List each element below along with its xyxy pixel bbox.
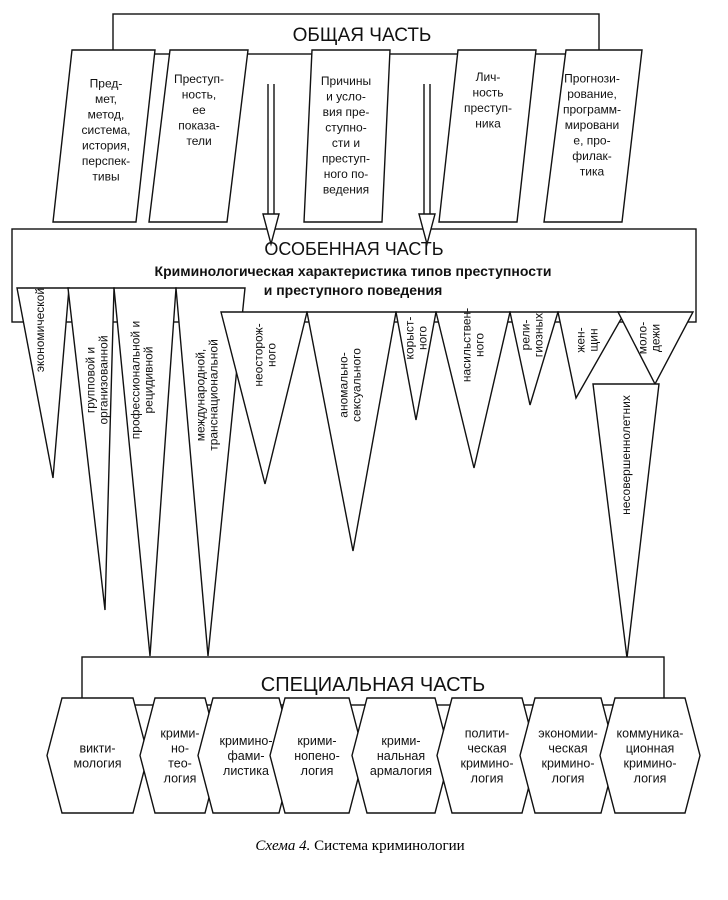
general-item-box-2 — [148, 49, 249, 223]
general-item-box-3 — [303, 49, 391, 223]
crime-type-label-10: жен-щин — [574, 327, 601, 352]
special-part-branches: викти-мология крими-но-тео-логия кримино-ф… — [46, 697, 701, 814]
branch-hexagon-8 — [599, 697, 701, 814]
crime-type-label-8: насильствен-ного — [460, 308, 487, 382]
crime-type-label-6: аномально-сексуального — [337, 348, 364, 422]
branch-hexagon-2 — [139, 697, 221, 814]
caption-text: Система криминологии — [310, 838, 464, 854]
branch-label-2: крими-но-тео-логия — [160, 726, 199, 785]
crime-type-wedge-4 — [175, 287, 246, 657]
branch-label-3: кримино-фами-листика — [220, 734, 273, 778]
branch-hexagon-4 — [269, 697, 365, 814]
branch-hexagon-1 — [46, 697, 149, 814]
crime-type-wedge-8 — [435, 311, 511, 469]
general-item-box-1 — [52, 49, 156, 223]
special-part-bottom-title: СПЕЦИАЛЬНАЯ ЧАСТЬ — [261, 674, 486, 696]
caption-label: Схема 4. — [255, 838, 310, 854]
branch-hexagon-6 — [436, 697, 538, 814]
special-part-title: ОСОБЕННАЯ ЧАСТЬ — [264, 239, 443, 259]
branch-label-4: крими-нопено-логия — [294, 734, 340, 778]
crime-type-wedge-2 — [67, 287, 115, 611]
crime-type-label-4: международной,транснациональной — [194, 339, 221, 451]
general-item-box-5 — [543, 49, 643, 223]
crime-type-label-1: экономической — [33, 288, 47, 372]
general-item-label-1: Пред-мет,метод,система,история,перспек-т… — [82, 77, 131, 184]
crime-type-wedge-7 — [395, 311, 437, 421]
down-arrow-left — [262, 84, 280, 247]
crime-type-label-5: неосторож-ного — [252, 323, 279, 386]
crime-type-wedge-10 — [557, 311, 627, 400]
crime-type-wedge-5 — [220, 311, 308, 485]
crime-type-wedges: экономической групповой иорганизованной пр… — [16, 287, 695, 659]
general-part-items: Пред-мет,метод,система,история,перспек-т… — [52, 49, 643, 223]
crime-type-wedge-3 — [113, 287, 177, 657]
general-item-box-4 — [438, 49, 537, 223]
branch-label-1: викти-мология — [74, 741, 122, 770]
branch-hexagon-3 — [197, 697, 295, 814]
general-part-box — [112, 13, 600, 55]
crime-type-label-3: профессиональной ирецидивной — [129, 321, 156, 439]
crime-type-label-2: групповой иорганизованной — [84, 335, 111, 424]
figure-caption: Схема 4. Система криминологии — [255, 838, 464, 854]
down-arrow-right — [418, 84, 436, 247]
crime-type-label-9: рели-гиозных — [519, 313, 546, 357]
crime-type-wedge-6 — [306, 311, 397, 552]
crime-type-wedge-9 — [509, 311, 559, 406]
crime-type-label-11: моло-дежи — [636, 322, 663, 354]
crime-type-wedge-1 — [16, 287, 70, 479]
special-part-subtitle-line1: Криминологическая характеристика типов п… — [155, 263, 552, 279]
branch-hexagon-5 — [351, 697, 451, 814]
general-part-title: ОБЩАЯ ЧАСТЬ — [293, 25, 432, 46]
crime-type-wedge-12 — [592, 383, 660, 659]
special-part-subtitle-line2: и преступного поведения — [264, 282, 443, 298]
branch-hexagon-7 — [519, 697, 617, 814]
crime-type-label-7: корыст-ного — [403, 317, 430, 360]
crime-type-label-12: несовершеннолетних — [619, 395, 633, 515]
crime-type-wedge-11 — [616, 311, 695, 386]
